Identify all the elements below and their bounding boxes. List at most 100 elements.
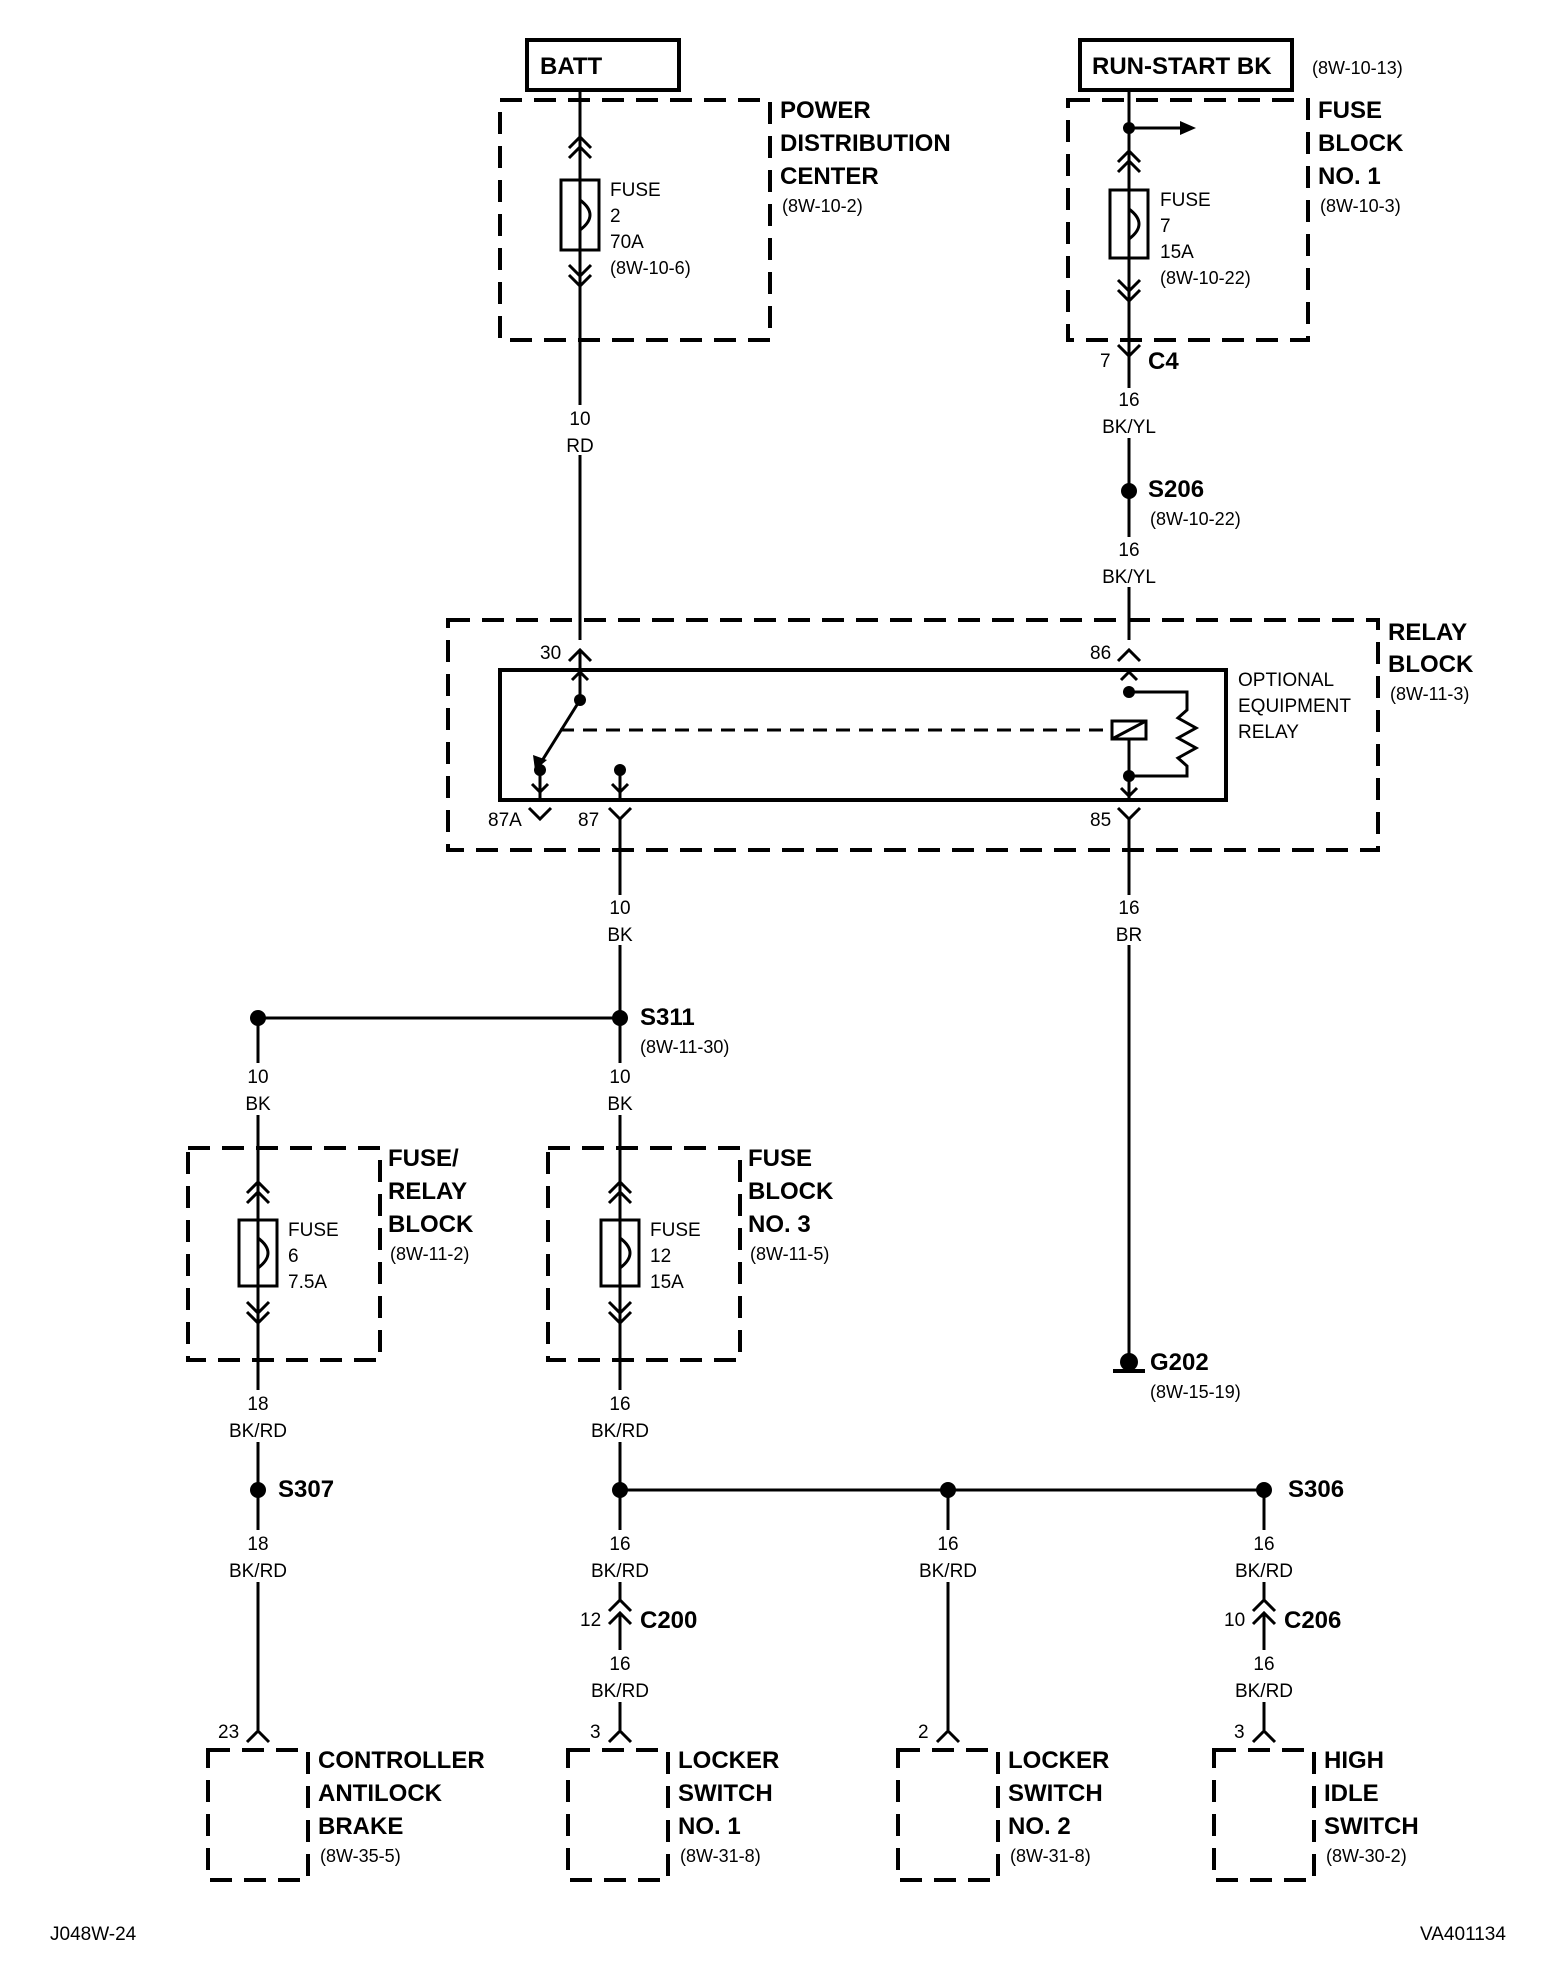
- his-pin: 3: [1234, 1722, 1245, 1743]
- pin-87a-inner-chevron: [530, 782, 550, 795]
- run-start-label: RUN-START BK: [1092, 53, 1272, 80]
- bkrd-16d-color: BK/RD: [919, 1561, 977, 1582]
- left-bk-gauge: 10: [247, 1067, 268, 1088]
- fb3-fuse-element: [618, 1220, 632, 1286]
- fuse-block-3-box: [546, 1146, 742, 1362]
- fuse-block-1-title-1: FUSE: [1318, 97, 1382, 124]
- abs-ref: (8W-35-5): [320, 1846, 401, 1866]
- c4-label: C4: [1148, 348, 1179, 375]
- bkyl-2-color: BK/YL: [1102, 567, 1156, 588]
- relay-name-1: OPTIONAL: [1238, 670, 1334, 691]
- bkrd-18a-gauge: 18: [247, 1394, 268, 1415]
- mid-bk-color: BK: [607, 1094, 633, 1115]
- fb1-fuse-ref: (8W-10-22): [1160, 268, 1251, 288]
- abs-name-3: BRAKE: [318, 1813, 403, 1840]
- suppression-resistor: [1129, 690, 1200, 778]
- bkyl-2-gauge: 16: [1118, 540, 1139, 561]
- fb3-title-1: FUSE: [748, 1145, 812, 1172]
- frb-title-1: FUSE/: [388, 1145, 459, 1172]
- fuse-block-1-ref: (8W-10-3): [1320, 196, 1401, 216]
- high-idle-switch-box: [1212, 1748, 1316, 1882]
- fb3-out-chevron-2: [607, 1310, 633, 1326]
- s307-splice: [250, 1482, 266, 1498]
- ls1-pin-connector: [607, 1728, 633, 1744]
- locker-switch-2-box: [896, 1748, 1000, 1882]
- fb3-ref: (8W-11-5): [750, 1244, 829, 1264]
- c200-pin: 12: [580, 1610, 601, 1631]
- relay-block-title-1: RELAY: [1388, 619, 1467, 646]
- bkrd-16a-gauge: 16: [609, 1394, 630, 1415]
- ls1-ref: (8W-31-8): [680, 1846, 761, 1866]
- mid-bk-gauge: 10: [609, 1067, 630, 1088]
- his-ref: (8W-30-2): [1326, 1846, 1407, 1866]
- batt-wire-gauge: 10: [569, 409, 590, 430]
- pin-86-inner-chevron: [1119, 669, 1139, 682]
- pin-87a-label: 87A: [488, 810, 522, 831]
- pdc-title-3: CENTER: [780, 163, 879, 190]
- relay-coil-slash: [1111, 719, 1147, 741]
- bkrd-16e-gauge: 16: [1253, 1534, 1274, 1555]
- fb1-out-chevron-2: [1116, 288, 1142, 304]
- fuse-block-1-title-3: NO. 1: [1318, 163, 1381, 190]
- bkrd-16f-color: BK/RD: [1235, 1681, 1293, 1702]
- pdc-fuse-num: 2: [610, 206, 621, 227]
- s206-ref: (8W-10-22): [1150, 509, 1241, 529]
- pdc-ref: (8W-10-2): [782, 196, 863, 216]
- fb1-in-chevron-2: [1116, 158, 1142, 174]
- bkyl-1-gauge: 16: [1118, 390, 1139, 411]
- fb3-fuse-label: FUSE: [650, 1220, 701, 1241]
- fb1-branch-arrow-head: [1180, 121, 1196, 135]
- fb3-fuse-num: 12: [650, 1246, 671, 1267]
- frb-in-chevron-1: [245, 1179, 271, 1195]
- fb1-out-chevron-1: [1116, 278, 1142, 294]
- fb3-fuse-amp: 15A: [650, 1272, 684, 1293]
- relay-name-3: RELAY: [1238, 722, 1299, 743]
- fb1-fuse-amp: 15A: [1160, 242, 1194, 263]
- s206-splice: [1121, 483, 1137, 499]
- frb-out-chevron-2: [245, 1310, 271, 1326]
- ls2-name-3: NO. 2: [1008, 1813, 1071, 1840]
- fb1-fuse-element: [1127, 190, 1141, 258]
- fuse-relay-block-box: [186, 1146, 382, 1362]
- fb3-out-chevron-1: [607, 1300, 633, 1316]
- his-name-1: HIGH: [1324, 1747, 1384, 1774]
- frb-ref: (8W-11-2): [390, 1244, 469, 1264]
- ls1-name-2: SWITCH: [678, 1780, 773, 1807]
- c4-pin: 7: [1100, 351, 1111, 372]
- footer-right-code: VA401134: [1420, 1924, 1506, 1945]
- frb-in-chevron-2: [245, 1189, 271, 1205]
- abs-pin: 23: [218, 1722, 239, 1743]
- batt-source-box: [525, 38, 681, 92]
- pdc-fuse-element: [578, 180, 592, 250]
- pin-85-inner-chevron: [1119, 786, 1139, 799]
- relay-body: [498, 668, 1228, 802]
- batt-wire-color: RD: [566, 436, 593, 457]
- pin-85-wire-gauge: 16: [1118, 898, 1139, 919]
- ls2-pin: 2: [918, 1722, 929, 1743]
- abs-pin-connector: [245, 1728, 271, 1744]
- his-name-2: IDLE: [1324, 1780, 1379, 1807]
- pin-87a-connector: [527, 806, 553, 822]
- bkrd-18a-color: BK/RD: [229, 1421, 287, 1442]
- bkrd-16b-gauge: 16: [609, 1534, 630, 1555]
- pdc-title-1: POWER: [780, 97, 871, 124]
- left-bk-color: BK: [245, 1094, 271, 1115]
- bkyl-1-color: BK/YL: [1102, 417, 1156, 438]
- ls1-pin: 3: [590, 1722, 601, 1743]
- locker-switch-1-box: [566, 1748, 670, 1882]
- pdc-fuse-ref: (8W-10-6): [610, 258, 691, 278]
- bkrd-16c-color: BK/RD: [591, 1681, 649, 1702]
- pdc-out-chevron-2: [567, 273, 593, 289]
- bkrd-18b-gauge: 18: [247, 1534, 268, 1555]
- s311-label: S311: [640, 1004, 695, 1031]
- bkrd-16b-color: BK/RD: [591, 1561, 649, 1582]
- abs-name-2: ANTILOCK: [318, 1780, 443, 1807]
- fb3-in-chevron-2: [607, 1189, 633, 1205]
- his-name-3: SWITCH: [1324, 1813, 1419, 1840]
- footer-left-code: J048W-24: [50, 1924, 137, 1945]
- pin-85-connector: [1116, 806, 1142, 822]
- ls1-name-1: LOCKER: [678, 1747, 779, 1774]
- pin-86-connector: [1116, 647, 1142, 663]
- c200-label: C200: [640, 1607, 697, 1634]
- fb3-in-chevron-1: [607, 1179, 633, 1195]
